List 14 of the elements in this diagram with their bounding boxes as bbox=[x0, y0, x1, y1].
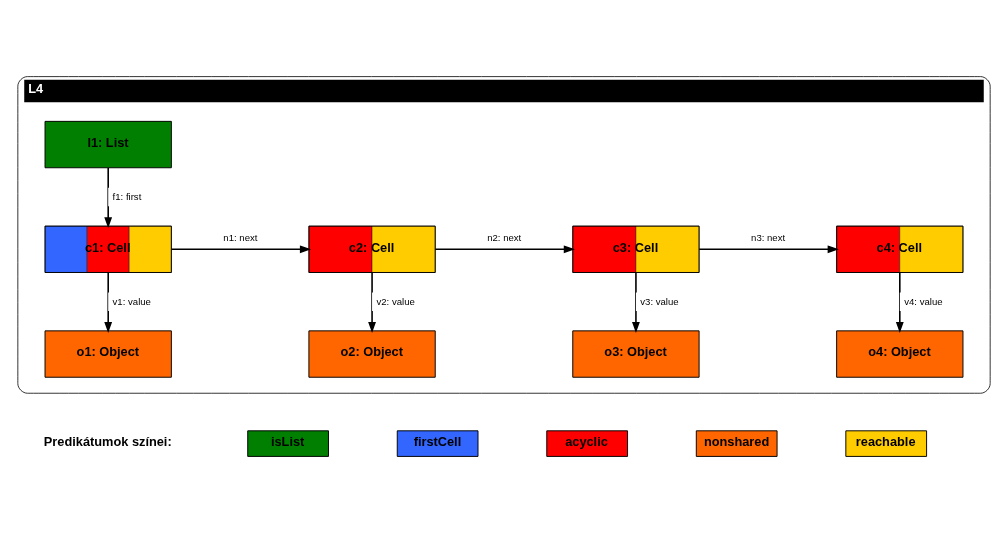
edge-label: v2: value bbox=[376, 295, 415, 307]
edge-label: v3: value bbox=[640, 295, 679, 307]
label: Predikátumok színei: bbox=[43, 433, 172, 449]
legend-label: firstCell bbox=[413, 433, 462, 449]
edge-label: v4: value bbox=[904, 295, 943, 307]
legend-label: nonshared bbox=[703, 433, 770, 449]
edge-label: v1: value bbox=[112, 295, 151, 307]
edge-label: f1: first bbox=[112, 190, 142, 202]
edge-label: n2: next bbox=[487, 231, 522, 243]
legend-label: acyclic bbox=[565, 433, 608, 449]
legend-label: reachable bbox=[855, 433, 916, 449]
legend-label: isList bbox=[270, 433, 305, 449]
edge-label: n3: next bbox=[751, 231, 786, 243]
edge-label: n1: next bbox=[223, 231, 258, 243]
